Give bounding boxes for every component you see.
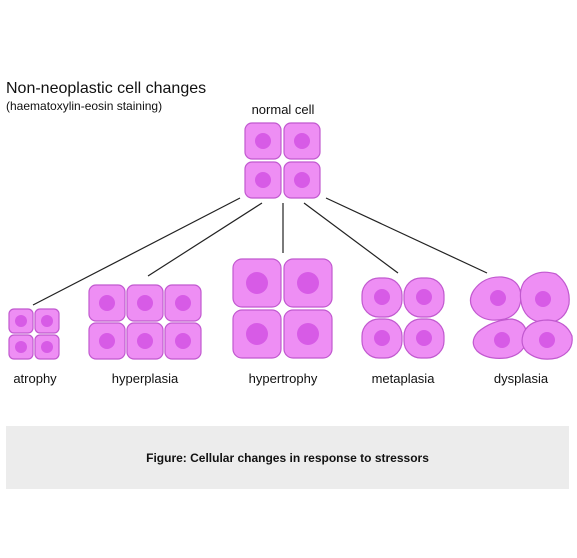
nucleus bbox=[246, 323, 268, 345]
nucleus bbox=[490, 290, 506, 306]
nucleus bbox=[255, 133, 271, 149]
connector-atrophy bbox=[32, 197, 241, 306]
connector-dysplasia bbox=[325, 197, 488, 274]
nucleus bbox=[246, 272, 268, 294]
nucleus bbox=[535, 291, 551, 307]
label-hyperplasia: hyperplasia bbox=[111, 371, 179, 386]
label-metaplasia: metaplasia bbox=[371, 371, 435, 386]
label-atrophy: atrophy bbox=[13, 371, 57, 386]
diagram-subtitle: (haematoxylin-eosin staining) bbox=[6, 99, 163, 113]
label-hypertrophy: hypertrophy bbox=[248, 371, 318, 386]
nucleus bbox=[294, 133, 310, 149]
nucleus bbox=[374, 289, 390, 305]
nucleus bbox=[99, 295, 115, 311]
nucleus bbox=[137, 333, 153, 349]
nucleus bbox=[539, 332, 555, 348]
figure-caption-box: Figure: Cellular changes in response to … bbox=[6, 426, 569, 489]
hypertrophy-cell-group bbox=[232, 258, 333, 359]
normal-cell-group bbox=[244, 122, 321, 199]
hyperplasia-cell-group bbox=[88, 284, 202, 360]
nucleus bbox=[374, 330, 390, 346]
nucleus bbox=[41, 341, 53, 353]
label-dysplasia: dysplasia bbox=[493, 371, 549, 386]
nucleus bbox=[99, 333, 115, 349]
metaplasia-cell-group bbox=[361, 277, 445, 359]
nucleus bbox=[15, 341, 27, 353]
nucleus bbox=[416, 289, 432, 305]
nucleus bbox=[137, 295, 153, 311]
nucleus bbox=[294, 172, 310, 188]
nucleus bbox=[255, 172, 271, 188]
nucleus bbox=[297, 323, 319, 345]
cell-changes-diagram bbox=[8, 122, 573, 360]
nucleus bbox=[494, 332, 510, 348]
atrophy-cell-group bbox=[8, 308, 60, 360]
figure-caption: Figure: Cellular changes in response to … bbox=[146, 450, 429, 465]
diagram-title: Non-neoplastic cell changes bbox=[6, 80, 207, 97]
nucleus bbox=[15, 315, 27, 327]
nucleus bbox=[416, 330, 432, 346]
connector-hyperplasia bbox=[147, 202, 263, 277]
nucleus bbox=[41, 315, 53, 327]
nucleus bbox=[297, 272, 319, 294]
nucleus bbox=[175, 333, 191, 349]
connector-metaplasia bbox=[303, 202, 399, 274]
dysplasia-cell-group bbox=[469, 271, 573, 360]
label-normal-cell: normal cell bbox=[251, 102, 315, 117]
connector-lines bbox=[32, 197, 488, 306]
nucleus bbox=[175, 295, 191, 311]
